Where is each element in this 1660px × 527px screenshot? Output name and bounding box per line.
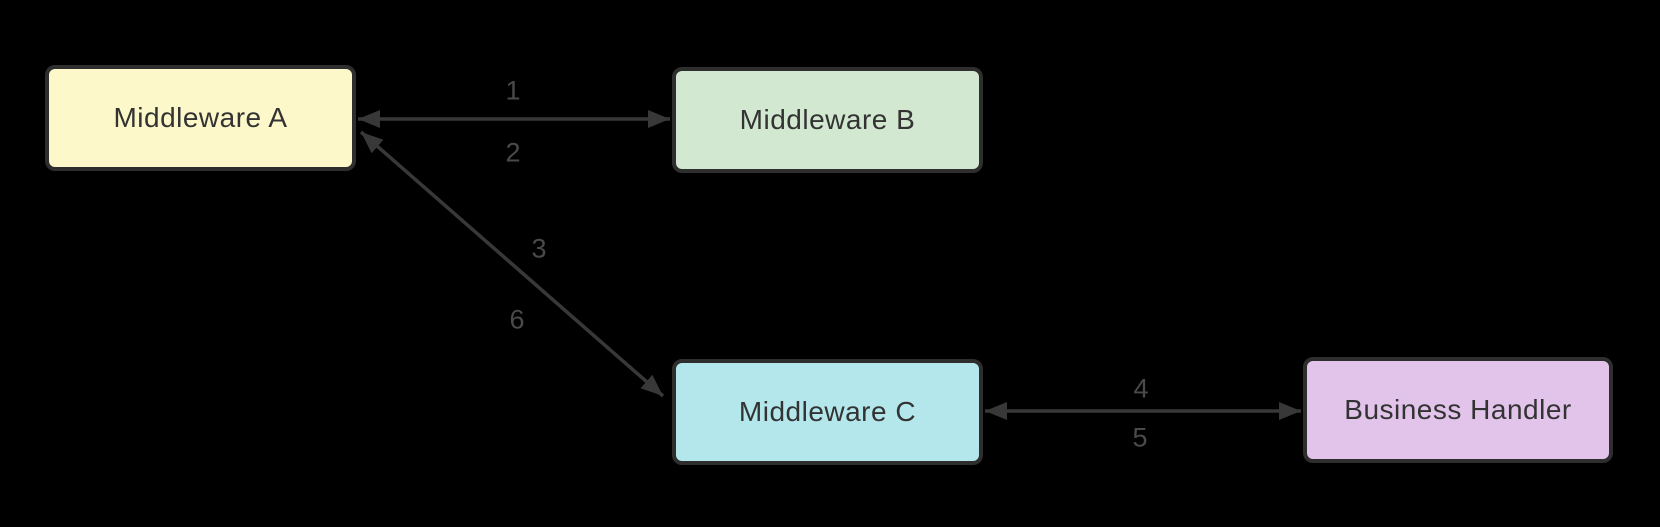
edge-c-business-handler-label-forward: 4 — [1133, 373, 1149, 404]
node-middleware-b: Middleware B — [672, 67, 983, 173]
edge-a-c-arrow — [359, 130, 665, 398]
node-middleware-a-label: Middleware A — [113, 102, 288, 133]
edge-a-b-label-return: 2 — [505, 137, 521, 168]
node-middleware-b-label: Middleware B — [739, 104, 916, 135]
edge-a-b-label-forward: 1 — [505, 75, 521, 106]
node-business-handler: Business Handler — [1303, 357, 1613, 463]
node-middleware-a: Middleware A — [45, 65, 356, 171]
edge-a-c-label-forward: 3 — [531, 233, 547, 264]
node-business-handler-label: Business Handler — [1344, 394, 1572, 425]
edge-a-c-label-return: 6 — [509, 304, 525, 335]
node-middleware-c: Middleware C — [672, 359, 983, 465]
node-middleware-c-label: Middleware C — [738, 396, 917, 427]
edge-c-business-handler-label-return: 5 — [1132, 422, 1148, 453]
